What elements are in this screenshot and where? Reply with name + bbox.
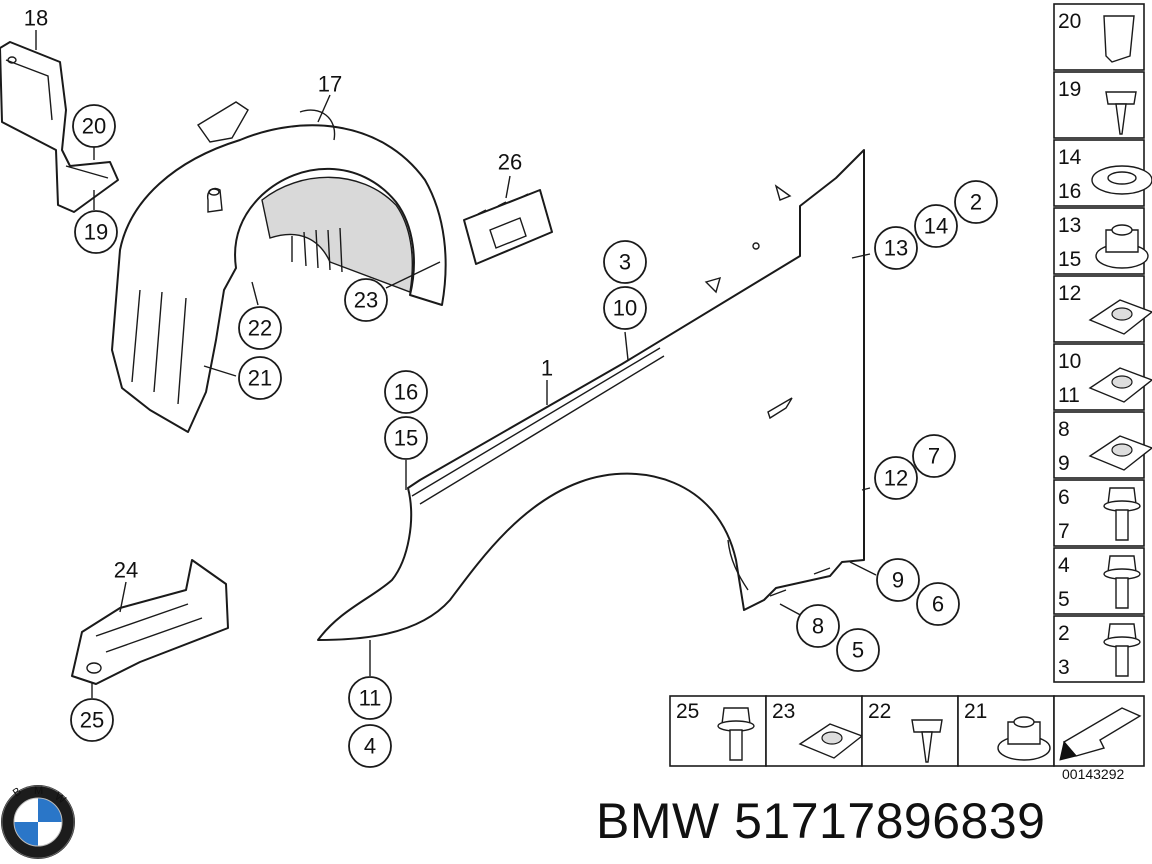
legend-number-bottom: 5: [1058, 588, 1070, 611]
callout-12: 12: [874, 456, 918, 500]
callout-2: 2: [954, 180, 998, 224]
svg-text:10: 10: [613, 296, 637, 321]
legend-number-top: 6: [1058, 486, 1070, 509]
callout-16: 16: [384, 370, 428, 414]
legend-cell-6-7: 67: [1053, 479, 1145, 547]
svg-text:11: 11: [359, 686, 382, 711]
legend-cell-19: 19: [1053, 71, 1145, 139]
legend-number-top: 2: [1058, 622, 1070, 645]
svg-text:3: 3: [619, 250, 631, 275]
legend-number-bottom: 16: [1058, 180, 1081, 203]
part-17-wheel-arch-liner: [111, 101, 447, 433]
legend-number-top: 10: [1058, 350, 1081, 373]
part-18-bracket: [0, 41, 119, 213]
callout-14: 14: [914, 204, 958, 248]
callout-22: 22: [238, 306, 282, 350]
legend-number: 22: [868, 700, 891, 723]
label-1: 1: [541, 356, 553, 381]
bmw-logo: B M W: [1, 785, 75, 859]
legend-number-top: 13: [1058, 214, 1081, 237]
svg-text:M: M: [34, 785, 43, 797]
svg-text:4: 4: [364, 734, 376, 759]
legend-number: 21: [964, 700, 987, 723]
callout-3: 3: [603, 240, 647, 284]
svg-text:13: 13: [884, 236, 908, 261]
svg-text:8: 8: [812, 614, 824, 639]
legend-cell-12: 12: [1053, 275, 1152, 343]
svg-text:25: 25: [80, 708, 104, 733]
label-26: 26: [498, 150, 522, 175]
svg-text:6: 6: [932, 592, 944, 617]
legend-number-top: 12: [1058, 282, 1081, 305]
callout-10: 10: [603, 286, 647, 330]
legend-number-bottom: 15: [1058, 248, 1081, 271]
legend-cell-21: 21: [957, 695, 1055, 767]
legend-cell-4-5: 45: [1053, 547, 1145, 615]
legend-number-bottom: 11: [1058, 384, 1080, 407]
legend-number-top: 8: [1058, 418, 1070, 441]
legend-cell-25: 25: [669, 695, 767, 767]
legend-cell-8-9: 89: [1053, 411, 1152, 479]
label-18: 18: [24, 6, 48, 31]
legend-number: 23: [772, 700, 795, 723]
svg-text:5: 5: [852, 638, 864, 663]
svg-text:12: 12: [884, 466, 908, 491]
legend-number-top: 14: [1058, 146, 1082, 169]
legend-bottom-row: 25 23 22 21: [669, 695, 1055, 767]
label-24: 24: [114, 558, 138, 583]
label-17: 17: [318, 72, 342, 97]
svg-text:9: 9: [892, 568, 904, 593]
svg-text:2: 2: [970, 190, 982, 215]
callout-23: 23: [344, 278, 388, 322]
callout-15: 15: [384, 416, 428, 460]
legend-cell-23: 23: [765, 695, 864, 767]
legend-number: 25: [676, 700, 699, 723]
legend-cell-22: 22: [861, 695, 959, 767]
callout-13: 13: [874, 226, 918, 270]
svg-text:16: 16: [394, 380, 418, 405]
callout-20: 20: [72, 104, 116, 148]
legend-number-bottom: 3: [1058, 656, 1070, 679]
callout-11: 11: [348, 676, 392, 720]
callout-9: 9: [876, 558, 920, 602]
part-26-clip: [463, 189, 553, 265]
callout-7: 7: [912, 434, 956, 478]
callout-19: 19: [74, 210, 118, 254]
svg-text:23: 23: [354, 288, 378, 313]
callout-8: 8: [796, 604, 840, 648]
legend-cell-20: 20: [1053, 3, 1145, 71]
callout-21: 21: [238, 356, 282, 400]
svg-text:15: 15: [394, 426, 418, 451]
svg-text:14: 14: [924, 214, 948, 239]
legend-number-bottom: 9: [1058, 452, 1070, 475]
legend-number-top: 19: [1058, 78, 1081, 101]
callout-5: 5: [836, 628, 880, 672]
legend-number-top: 20: [1058, 10, 1081, 33]
callout-25: 25: [70, 698, 114, 742]
legend-number-bottom: 7: [1058, 520, 1070, 543]
orientation-arrow-cell: [1053, 695, 1145, 767]
svg-text:22: 22: [248, 316, 272, 341]
svg-text:19: 19: [84, 220, 108, 245]
plain-labels: 18 17 26 1 24: [24, 6, 553, 583]
part-24-bracket: [71, 559, 229, 685]
legend-cell-2-3: 23: [1053, 615, 1145, 683]
legend-number-top: 4: [1058, 554, 1070, 577]
svg-text:20: 20: [82, 114, 106, 139]
callout-4: 4: [348, 724, 392, 768]
diagram-number: 00143292: [1062, 766, 1125, 782]
svg-text:7: 7: [928, 444, 940, 469]
callout-6: 6: [916, 582, 960, 626]
part-1-front-fender: [317, 149, 865, 641]
part-number-caption: BMW 51717896839: [596, 793, 1046, 849]
svg-text:21: 21: [248, 366, 272, 391]
